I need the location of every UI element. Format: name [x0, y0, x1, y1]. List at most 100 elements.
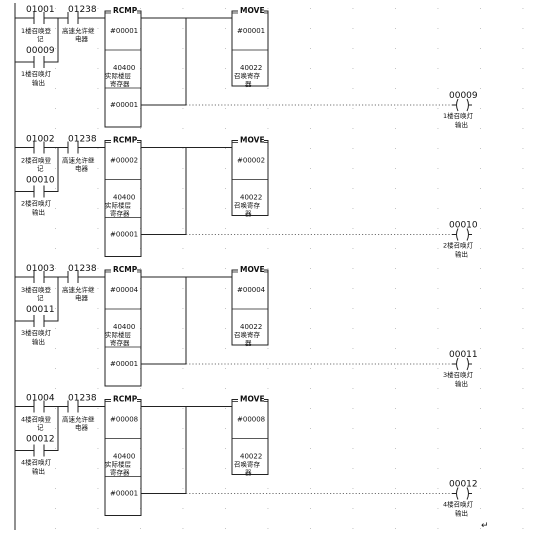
- move-dest-label: 召唤寄存: [234, 330, 261, 339]
- contact-label: 2楼召唤灯: [21, 199, 52, 208]
- contact-label: 2楼召唤登: [21, 156, 52, 165]
- coil-label: 1楼召唤灯: [443, 111, 474, 120]
- contact-label: 3楼召唤灯: [21, 328, 52, 337]
- move-source: #00001: [237, 27, 265, 35]
- contact-label: 高速允许继: [62, 415, 95, 424]
- contact-label: 输出: [32, 467, 45, 476]
- rcmp-operand-3: #00001: [110, 490, 138, 498]
- coil-label: 输出: [455, 120, 468, 129]
- contact-address: 01238: [68, 394, 97, 404]
- coil-address: 00009: [449, 91, 478, 101]
- rcmp-operand-1: #00001: [110, 27, 138, 35]
- contact-address: 01238: [68, 5, 97, 15]
- contact-label: 电器: [75, 164, 89, 173]
- rcmp-operand-2: 40400: [113, 64, 135, 72]
- rung-1: 010011楼召唤登记000091楼召唤灯输出01238高速允许继电器RCMP#…: [15, 4, 478, 129]
- contact-address: 01238: [68, 135, 97, 145]
- coil-label: 2楼召唤灯: [443, 241, 474, 250]
- contact-label: 输出: [32, 208, 45, 217]
- rcmp-operand-2-label: 实际楼层: [105, 330, 132, 339]
- move-dest-label: 召唤寄存: [234, 460, 261, 469]
- contact-address: 01002: [26, 135, 55, 145]
- contact-label: 1楼召唤灯: [21, 69, 52, 78]
- move-title: MOVE: [240, 395, 265, 404]
- rcmp-operand-1: #00002: [110, 157, 138, 165]
- move-dest-label: 召唤寄存: [234, 71, 261, 80]
- contact-address: 00011: [26, 305, 55, 315]
- contact-address: 00012: [26, 435, 55, 445]
- contact-label: 电器: [75, 34, 89, 43]
- move-dest-label: 器: [245, 339, 252, 347]
- rcmp-operand-2: 40400: [113, 323, 135, 331]
- rcmp-title: RCMP: [113, 265, 138, 274]
- rcmp-operand-2-label: 实际楼层: [105, 201, 132, 210]
- move-dest-label: 器: [245, 80, 252, 88]
- contact-label: 3楼召唤登: [21, 285, 52, 294]
- coil-address: 00010: [449, 221, 478, 231]
- coil-label: 输出: [455, 250, 468, 259]
- contact-label: 输出: [32, 337, 45, 346]
- rcmp-operand-2-label: 寄存器: [110, 468, 130, 477]
- contact-label: 输出: [32, 78, 45, 87]
- move-dest: 40022: [240, 194, 262, 202]
- rcmp-operand-1: #00004: [110, 286, 139, 294]
- rcmp-operand-3: #00001: [110, 360, 138, 368]
- move-dest-label: 器: [245, 210, 252, 218]
- coil-address: 00011: [449, 350, 478, 360]
- rcmp-operand-2: 40400: [113, 453, 135, 461]
- rcmp-operand-2-label: 实际楼层: [105, 460, 132, 469]
- contact-address: 00009: [26, 46, 55, 56]
- rcmp-title: RCMP: [113, 395, 138, 404]
- move-dest: 40022: [240, 64, 262, 72]
- rcmp-operand-3: #00001: [110, 231, 138, 239]
- contact-address: 01001: [26, 5, 55, 15]
- contact-label: 4楼召唤灯: [21, 458, 52, 467]
- move-source: #00002: [237, 157, 265, 165]
- contact-label: 1楼召唤登: [21, 26, 52, 35]
- contact-label: 电器: [75, 293, 89, 302]
- contact-label: 记: [37, 294, 44, 302]
- contact-label: 高速允许继: [62, 156, 95, 165]
- contact-address: 01004: [26, 394, 55, 404]
- contact-label: 高速允许继: [62, 285, 95, 294]
- move-title: MOVE: [240, 265, 265, 274]
- move-dest: 40022: [240, 453, 262, 461]
- rcmp-operand-2-label: 实际楼层: [105, 71, 132, 80]
- contact-label: 电器: [75, 423, 89, 432]
- contact-label: 记: [37, 424, 44, 432]
- move-source: #00008: [237, 416, 265, 424]
- move-dest-label: 器: [245, 469, 252, 477]
- end-mark: ↵: [481, 521, 489, 531]
- rcmp-operand-2-label: 寄存器: [110, 338, 130, 347]
- grid-dots: [55, 8, 524, 529]
- move-source: #00004: [237, 286, 266, 294]
- coil-address: 00012: [449, 480, 478, 490]
- contact-address: 01238: [68, 264, 97, 274]
